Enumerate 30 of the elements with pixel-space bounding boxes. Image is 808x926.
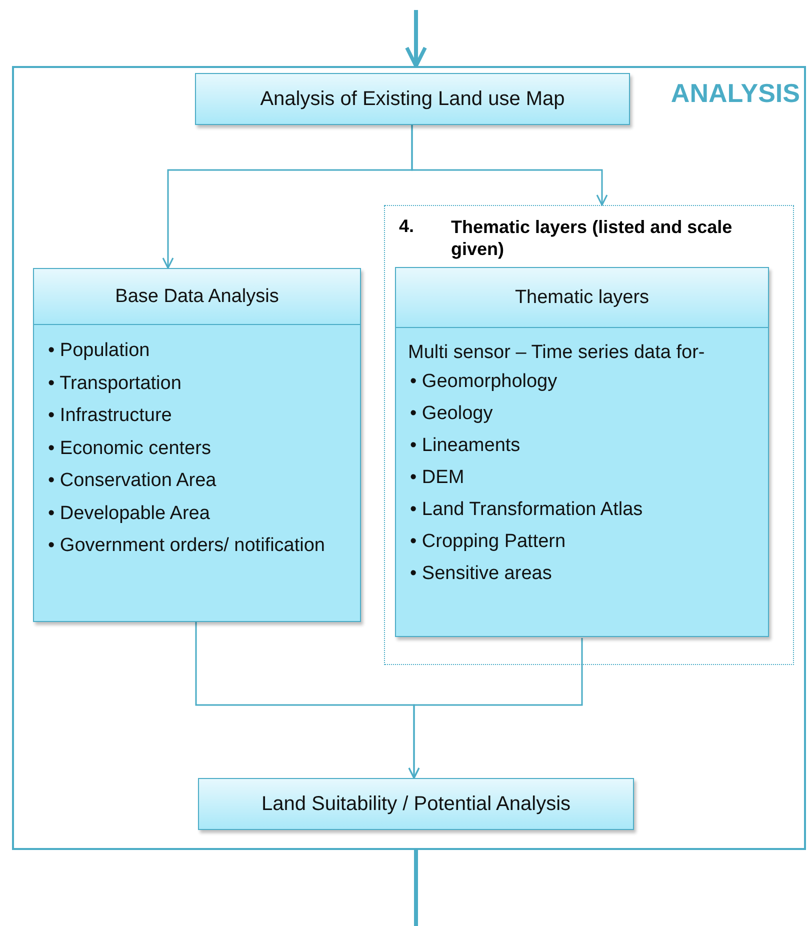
arrow (408, 638, 583, 779)
connector-line (414, 850, 418, 926)
list-item: • Transportation (48, 372, 182, 396)
item-number: 4. (399, 216, 414, 237)
group-title: Thematic layers (listed and scale given) (451, 216, 734, 260)
dotted-group-frame (384, 205, 794, 665)
arrow (405, 10, 427, 68)
process-box: Land Suitability / Potential Analysis (198, 778, 634, 830)
list-card (33, 268, 361, 622)
card-text: Multi sensor – Time series data for- (407, 341, 706, 365)
list-item: • Cropping Pattern (410, 530, 567, 554)
card-header: Thematic layers (396, 268, 768, 328)
list-item: • Geomorphology (410, 370, 558, 394)
list-item: • DEM (410, 466, 466, 490)
list-item: • Conservation Area (48, 469, 218, 493)
list-item: • Economic centers (48, 436, 212, 460)
group-frame (12, 66, 806, 850)
arrow (411, 125, 608, 206)
list-item: • Infrastructure (48, 404, 173, 428)
list-item: • Developable Area (48, 502, 211, 526)
card-header: Base Data Analysis (34, 269, 360, 325)
process-box: Analysis of Existing Land use Map (195, 73, 630, 125)
section-heading: ANALYSIS (670, 78, 800, 109)
list-item: • Lineaments (410, 434, 522, 458)
list-item: • Government orders/ notification (48, 534, 326, 558)
list-item: • Geology (410, 402, 494, 426)
list-item: • Land Transformation Atlas (410, 498, 644, 522)
list-item: • Population (48, 339, 151, 363)
list-item: • Sensitive areas (410, 562, 553, 586)
list-card (395, 267, 769, 637)
